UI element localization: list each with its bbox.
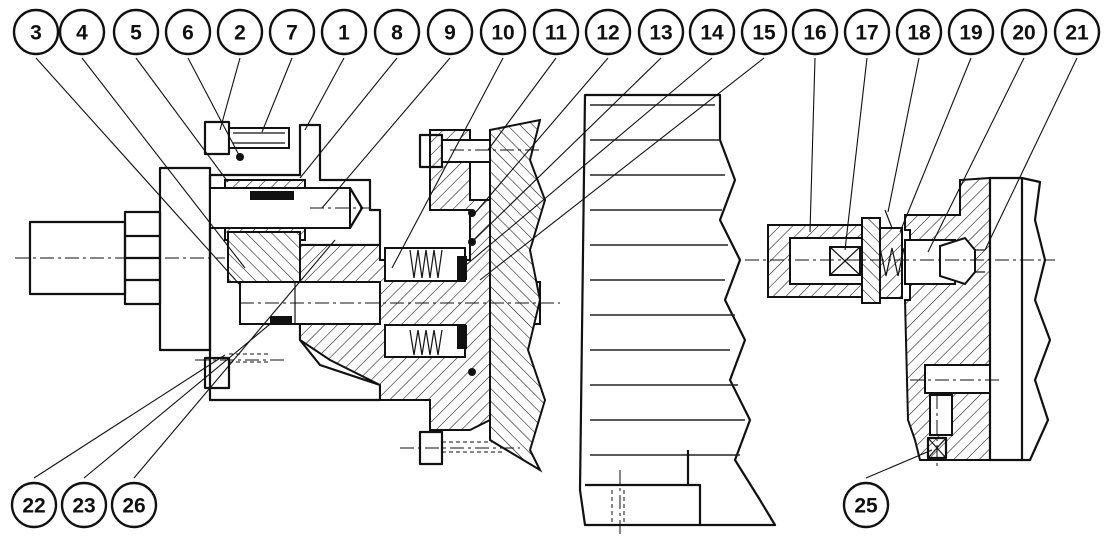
callout-circle bbox=[791, 8, 839, 56]
callout-8: 8 bbox=[373, 8, 421, 56]
key bbox=[250, 191, 294, 200]
callout-circle bbox=[12, 8, 60, 56]
callout-circle bbox=[843, 8, 891, 56]
callout-circle bbox=[895, 8, 943, 56]
callout-circle bbox=[426, 8, 474, 56]
callout-row-bottom: 22 23 26 25 bbox=[10, 481, 890, 529]
callout-label: 7 bbox=[286, 22, 298, 45]
callout-9: 9 bbox=[426, 8, 474, 56]
callout-circle bbox=[947, 8, 995, 56]
callout-10: 10 bbox=[479, 8, 527, 56]
callout-label: 22 bbox=[22, 495, 45, 518]
callout-label: 17 bbox=[855, 22, 878, 45]
callout-label: 20 bbox=[1012, 22, 1035, 45]
callout-7: 7 bbox=[268, 8, 316, 56]
callout-19: 19 bbox=[947, 8, 995, 56]
callout-circle bbox=[112, 8, 160, 56]
callout-17: 17 bbox=[843, 8, 891, 56]
pump-body bbox=[578, 93, 777, 527]
callout-20: 20 bbox=[1000, 8, 1048, 56]
callout-12: 12 bbox=[584, 8, 632, 56]
callout-circle bbox=[479, 8, 527, 56]
callout-circle bbox=[373, 8, 421, 56]
callout-25: 25 bbox=[842, 481, 890, 529]
callout-circle bbox=[842, 481, 890, 529]
callout-label: 4 bbox=[76, 22, 88, 45]
shaft-key bbox=[270, 316, 292, 325]
callout-13: 13 bbox=[637, 8, 685, 56]
callout-label: 15 bbox=[752, 22, 776, 45]
callout-label: 21 bbox=[1065, 22, 1089, 45]
callout-circle bbox=[10, 481, 58, 529]
callout-label: 11 bbox=[545, 22, 568, 45]
main-assembly bbox=[15, 93, 777, 535]
callout-label: 10 bbox=[491, 22, 514, 45]
valve-poppet bbox=[939, 236, 976, 286]
callout-circle bbox=[584, 8, 632, 56]
callout-label: 23 bbox=[72, 495, 95, 518]
callout-1: 1 bbox=[320, 8, 368, 56]
callout-15: 15 bbox=[740, 8, 788, 56]
callout-circle bbox=[164, 8, 212, 56]
callout-circle bbox=[60, 481, 108, 529]
callout-circle bbox=[740, 8, 788, 56]
callout-14: 14 bbox=[688, 8, 736, 56]
callout-18: 18 bbox=[895, 8, 943, 56]
callout-label: 12 bbox=[596, 22, 619, 45]
relief-valve-assembly bbox=[745, 176, 1055, 470]
callout-5: 5 bbox=[112, 8, 160, 56]
leader-lines bbox=[33, 57, 1078, 479]
callout-21: 21 bbox=[1053, 8, 1101, 56]
callout-3: 3 bbox=[12, 8, 60, 56]
callout-circle bbox=[637, 8, 685, 56]
callout-circle bbox=[268, 8, 316, 56]
spring-retainer bbox=[879, 227, 903, 299]
callout-label: 13 bbox=[649, 22, 672, 45]
cover-bolt-head-bottom bbox=[203, 356, 231, 390]
callout-4: 4 bbox=[58, 8, 106, 56]
seal-cavity-lower bbox=[384, 324, 466, 358]
valve-cover-flange bbox=[988, 176, 1024, 462]
callout-23: 23 bbox=[60, 481, 108, 529]
drain-passage bbox=[924, 364, 991, 394]
mechanical-seal-spring bbox=[409, 249, 443, 279]
callout-circle bbox=[110, 481, 158, 529]
callout-circle bbox=[1000, 8, 1048, 56]
callout-label: 18 bbox=[907, 22, 931, 45]
callout-22: 22 bbox=[10, 481, 58, 529]
callout-circle bbox=[320, 8, 368, 56]
callout-16: 16 bbox=[791, 8, 839, 56]
callout-label: 9 bbox=[444, 22, 456, 45]
callout-label: 1 bbox=[338, 22, 350, 45]
callout-26: 26 bbox=[110, 481, 158, 529]
callout-label: 16 bbox=[803, 22, 826, 45]
pump-body-break bbox=[489, 118, 547, 473]
callout-label: 6 bbox=[182, 22, 194, 45]
seal-cavity bbox=[384, 247, 466, 282]
callout-6: 6 bbox=[164, 8, 212, 56]
callout-label: 14 bbox=[700, 22, 724, 45]
callout-label: 5 bbox=[130, 22, 142, 45]
callout-label: 19 bbox=[959, 22, 982, 45]
callout-circle bbox=[1053, 8, 1101, 56]
cover-bolt-shank-top bbox=[228, 127, 290, 149]
callout-label: 3 bbox=[30, 22, 42, 45]
callout-label: 26 bbox=[122, 495, 145, 518]
callout-label: 25 bbox=[854, 495, 878, 518]
callout-circle bbox=[58, 8, 106, 56]
cover-bolt-head-top bbox=[203, 120, 231, 156]
callout-circle bbox=[532, 8, 580, 56]
callout-circle bbox=[216, 8, 264, 56]
callout-label: 2 bbox=[234, 22, 246, 45]
callout-2: 2 bbox=[216, 8, 264, 56]
callout-label: 8 bbox=[391, 22, 403, 45]
idler-bushing bbox=[227, 231, 301, 283]
bearing-housing bbox=[158, 166, 212, 352]
callout-11: 11 bbox=[532, 8, 580, 56]
callout-circle bbox=[688, 8, 736, 56]
